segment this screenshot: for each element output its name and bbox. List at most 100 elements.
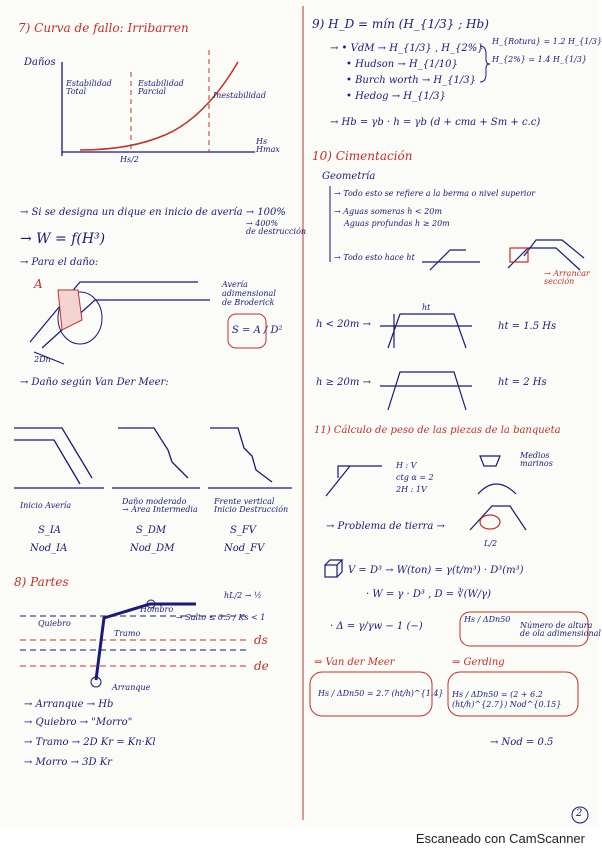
- geometry-label: Geometría: [322, 171, 376, 182]
- arranque-label: Arranque: [112, 683, 151, 692]
- note-destruction: → 400% de destrucción: [246, 219, 307, 236]
- quiebro-label: Quiebro: [38, 619, 71, 628]
- r-hudson: • Hudson → H_{1/10}: [346, 59, 458, 70]
- s-dm: S_DM: [136, 525, 167, 536]
- r-hedog: • Hedog → H_{1/3}: [346, 91, 446, 102]
- g-deep: Aguas profundas h ≥ 20m: [344, 219, 450, 228]
- section-8-title: 8) Partes: [14, 575, 69, 589]
- g-shallow: → Aguas someras h < 20m: [334, 207, 442, 216]
- medios-marinos: Medios marinos: [520, 451, 553, 468]
- morro-node: [146, 599, 156, 609]
- mound-outline: [29, 281, 198, 343]
- r-hb: → Hb = γb · h = γb (d + cma + Sm + c.c): [330, 117, 541, 128]
- section-7-title: 7) Curva de fallo: Irribarren: [18, 21, 189, 35]
- vdm-damage-title: → Daño según Van Der Meer:: [20, 377, 169, 388]
- arrancar-label: → Arrancar sección: [544, 269, 590, 286]
- mound-inner: [41, 299, 210, 349]
- list-tramo: → Tramo → 2D Kr = Kn·Kl: [24, 737, 156, 748]
- damage-ellipse: [57, 291, 103, 345]
- s-fv: S_FV: [230, 525, 257, 536]
- nod-fv: Nod_FV: [224, 543, 265, 554]
- zone-total: Estabilidad Total: [66, 79, 112, 96]
- profile-destruction: [208, 427, 292, 489]
- w-equation: → W = f(H³): [20, 231, 106, 247]
- gerding-title: ⇒ Gerding: [452, 657, 505, 668]
- tramo-label: Tramo: [114, 629, 141, 638]
- g-note1: → Todo esto se refiere a la berma o nive…: [334, 189, 536, 198]
- box-s-formula: [227, 313, 267, 349]
- de-label: de: [254, 659, 269, 673]
- note-design: → Si se designa un dique en inicio de av…: [20, 207, 286, 218]
- section-10-title: 10) Cimentación: [312, 149, 413, 163]
- failure-curve: [79, 61, 239, 151]
- box-number: [459, 611, 589, 647]
- slope-sketch: [325, 465, 382, 497]
- zone-partial: Estabilidad Parcial: [138, 79, 184, 96]
- dn-label: 2Dn: [34, 355, 51, 364]
- berm-h-large: [380, 371, 472, 411]
- v-equation: V = D³ → W(ton) = γ(t/m³) · D³(m³): [348, 565, 524, 576]
- h-small-label: h < 20m →: [316, 319, 371, 330]
- section-11-title: 11) Cálculo de peso de las piezas de la …: [314, 425, 561, 436]
- vdm-title: ⇒ Van der Meer: [314, 657, 395, 668]
- s-ia: S_IA: [38, 525, 62, 536]
- ht-large: ht = 2 Hs: [498, 377, 547, 388]
- scanned-page: 7) Curva de fallo: Irribarren Daños Esta…: [14, 6, 602, 824]
- h-large-label: h ≥ 20m →: [316, 377, 371, 388]
- salto-label: → Salto ≤ 0.5 / Ks < 1: [176, 613, 266, 622]
- ht-dim-label: ht: [422, 303, 431, 312]
- berm-h-small: [380, 313, 472, 349]
- zone-instability: Inestabilidad: [213, 91, 266, 100]
- r-vdm: → • VdM → H_{1/3} , H_{2%}: [330, 43, 484, 54]
- gerding-formula: Hs / ΔDn50 = (2 + 6.2 (ht/h)^{2.7}) Nod^…: [452, 690, 562, 709]
- brace: [479, 45, 491, 83]
- nod-dm: Nod_DM: [130, 543, 175, 554]
- s-formula: S = A / D²: [232, 325, 283, 336]
- hombro-label: Hombro: [140, 605, 174, 614]
- problem-label: → Problema de tierra →: [326, 521, 445, 532]
- delta-equation: · Δ = γ/γw − 1 (−): [330, 621, 423, 632]
- ratio-label: hL/2 → ½: [224, 591, 262, 600]
- footer-bar: Escaneado con CamScanner: [0, 828, 599, 848]
- talud-ctg: ctg α = 2: [396, 473, 434, 482]
- nod-value: → Nod = 0.5: [490, 737, 554, 748]
- cube-icon: [324, 559, 344, 578]
- talud-hv: H : V: [396, 461, 417, 470]
- profile2-label: Daño moderado → Área Intermedia: [122, 497, 198, 514]
- box-gerding: [447, 671, 579, 717]
- vdm-formula: Hs / ΔDn50 = 2.7 (ht/h)^{1.4}: [318, 689, 444, 698]
- list-quiebro: → Quiebro → "Morro": [24, 717, 133, 728]
- berm-sketch-small: [422, 249, 480, 271]
- area-a-label: A: [34, 277, 43, 291]
- box-vdm: [309, 671, 433, 717]
- profile-moderate: [112, 427, 200, 489]
- ds-label: ds: [254, 633, 268, 647]
- eroded-area: [57, 289, 83, 331]
- arranque-node: [90, 676, 102, 688]
- dn-dimension: [33, 351, 65, 365]
- berm-sketch-steps: [507, 239, 585, 271]
- damage-title: → Para el daño:: [20, 257, 99, 268]
- block-sketch: [469, 455, 527, 531]
- g-ht: → Todo esto hace ht: [334, 253, 415, 262]
- page-number-circle: [571, 806, 589, 824]
- axis-y-label: Daños: [24, 57, 56, 68]
- list-arranque: → Arranque → Hb: [24, 699, 114, 710]
- nod-ia: Nod_IA: [30, 543, 68, 554]
- section-9-title: 9) H_D = mín (H_{1/3} ; Hb): [312, 17, 489, 31]
- x-tick: Hs/2: [120, 155, 139, 164]
- breakwater-plan: [94, 602, 196, 681]
- numero-label: Número de altura de ola adimensional: [520, 621, 601, 638]
- l2-label: L/2: [484, 539, 498, 548]
- talud-2h1v: 2H : 1V: [396, 485, 427, 494]
- profile3-label: Frente vertical Inicio Destrucción: [214, 497, 289, 514]
- page-number: 2: [576, 808, 583, 819]
- profile1-label: Inicio Avería: [20, 501, 72, 510]
- r-burch: • Burch worth → H_{1/3}: [346, 75, 476, 86]
- broderick-label: Avería adimensional de Broderick: [222, 280, 276, 308]
- axis-x-label: Hs Hmax: [256, 137, 280, 154]
- profile-initial: [14, 427, 104, 489]
- sketch-layer: [14, 6, 589, 824]
- camscanner-watermark: Escaneado con CamScanner: [415, 831, 585, 846]
- list-morro: → Morro → 3D Kr: [24, 757, 112, 768]
